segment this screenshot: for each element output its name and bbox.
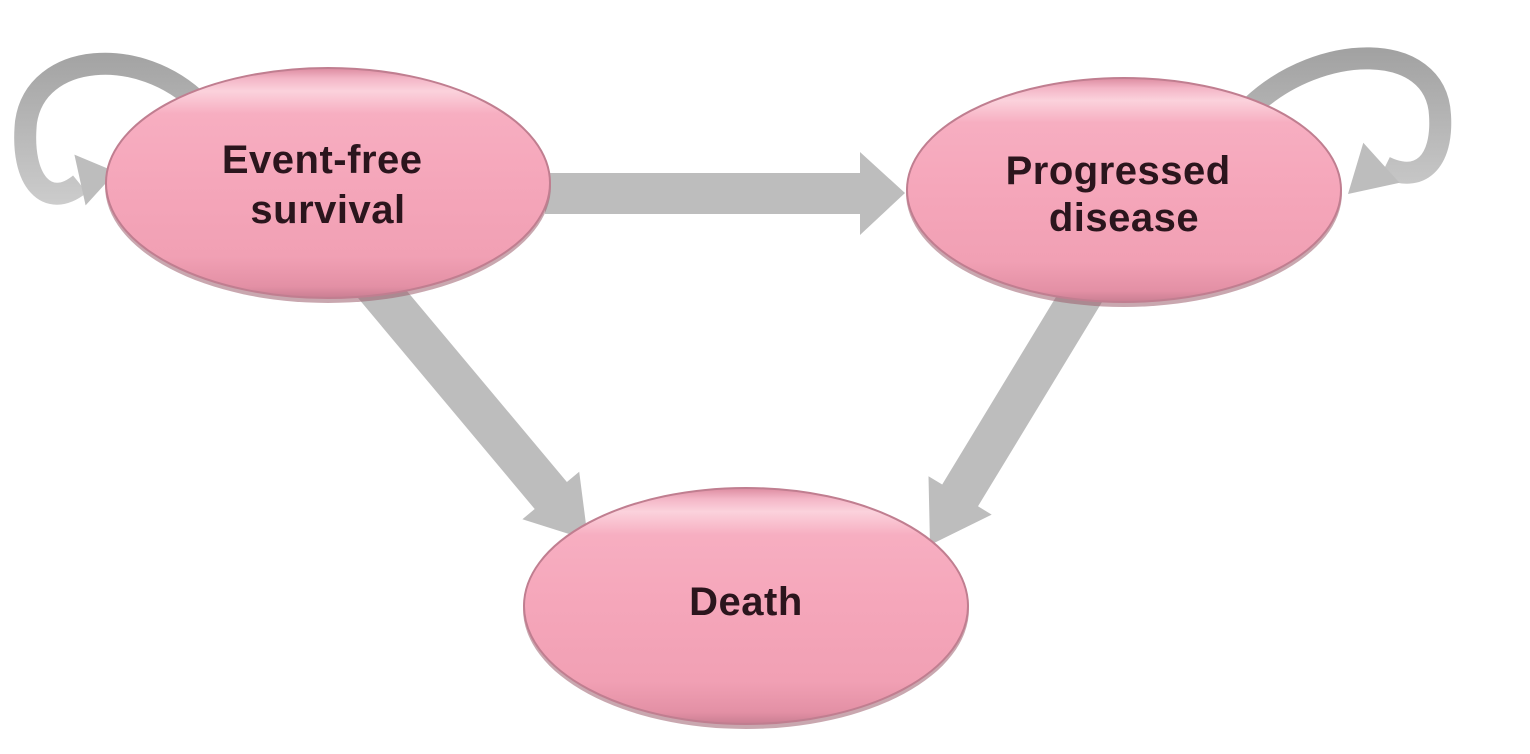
node-label-event-free-survival: Event-free survival <box>222 138 434 232</box>
node-label-progressed-disease: Progressed disease <box>1006 149 1243 240</box>
node-label-line: Death <box>689 580 803 624</box>
self-loop-arrow-progressed-disease <box>1244 47 1452 194</box>
transition-arrow-progressed-to-death <box>928 277 1104 545</box>
self-loop-arrow-event-free-survival <box>14 52 208 206</box>
self-loop-arrowhead-progressed-disease <box>1348 142 1400 194</box>
transition-arrow-efs-to-progressed <box>545 152 905 235</box>
node-ellipse-death <box>523 487 969 725</box>
state-node-event-free-survival: Event-free survival <box>105 67 551 303</box>
node-label-line: disease <box>1049 196 1199 240</box>
node-label-line: Event-free <box>222 138 423 182</box>
node-ellipse-progressed-disease <box>906 77 1342 303</box>
self-loop-arc-event-free-survival <box>14 52 208 205</box>
self-loop-arc-progressed-disease <box>1244 47 1452 184</box>
state-node-progressed-disease: Progressed disease <box>906 77 1342 307</box>
node-label-death: Death <box>689 580 803 624</box>
node-label-line: Progressed <box>1006 149 1231 193</box>
transition-arrow-efs-to-death <box>355 268 588 540</box>
node-ellipse-event-free-survival <box>105 67 551 299</box>
state-node-death: Death <box>523 487 969 729</box>
self-loop-arrowhead-event-free-survival <box>74 154 116 206</box>
node-label-line: survival <box>250 188 405 232</box>
